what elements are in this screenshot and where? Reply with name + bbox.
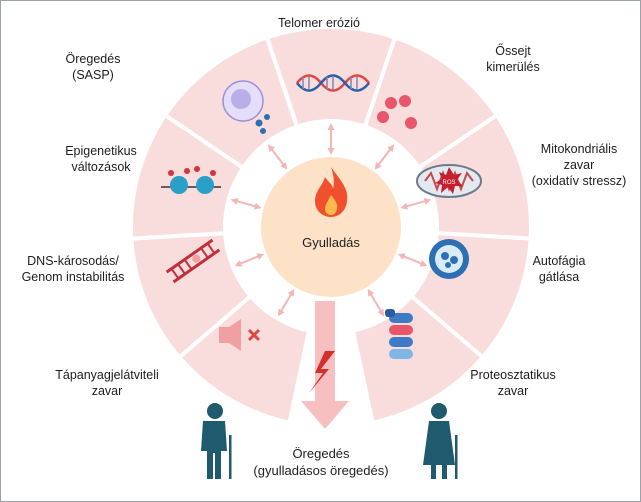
label-line: Autofágia: [532, 254, 586, 268]
label-mito: Mitokondriális zavar (oxidatív stressz): [532, 141, 626, 189]
connector-arrow-dns: [234, 253, 265, 267]
histone-icon: [161, 166, 221, 194]
label-line: Epigenetikus: [65, 144, 137, 158]
label-epigen: Epigenetikus változások: [65, 143, 137, 175]
outcome-line: Öregedés: [292, 446, 350, 461]
protein-stack-icon: [385, 309, 413, 359]
connector-arrow-telomer: [327, 123, 335, 155]
sector-proteo: [350, 293, 486, 426]
connector-arrow-autofagia: [397, 253, 428, 267]
center-circle: [261, 157, 401, 297]
label-tapanyag: Tápanyagjelátviteli zavar: [55, 367, 159, 399]
outcome-label: Öregedés (gyulladásos öregedés): [253, 445, 388, 479]
label-dns: DNS-károsodás/Genom instabilitás: [22, 253, 125, 285]
center-label: Gyulladás: [302, 235, 360, 250]
lightning-icon: [309, 351, 335, 393]
label-line: Őssejt: [495, 44, 531, 58]
label-line: Telomer erózió: [278, 16, 360, 30]
label-line: gátlása: [538, 270, 580, 284]
broken-dna-icon: [165, 238, 221, 284]
connector-arrow-sasp: [267, 144, 288, 170]
ros-label: ROS: [442, 180, 455, 186]
label-line: zavar: [91, 384, 123, 398]
connector-arrow-tapanyag: [277, 288, 295, 317]
connector-layer: [230, 123, 432, 317]
blocked-signal-icon: [219, 319, 261, 351]
label-proteo: Proteosztatikus zavar: [470, 367, 555, 399]
outcome-arrow: [301, 301, 349, 429]
connector-arrow-proteo: [367, 288, 385, 317]
label-line: Öregedés: [65, 52, 121, 66]
connector-arrow-mito: [400, 197, 432, 210]
label-telomer: Telomer erózió: [278, 15, 360, 31]
mitochondrion-icon: ROS: [416, 164, 482, 198]
autophagosome-icon: [429, 239, 469, 279]
label-sasp: Öregedés (SASP): [66, 51, 121, 83]
elderly-woman-icon: [423, 403, 458, 479]
connector-arrow-epigen: [230, 197, 262, 210]
dna-helix-icon: [296, 74, 370, 92]
label-line: (oxidatív stressz): [531, 174, 627, 188]
flame-icon: [315, 167, 348, 217]
label-line: Genom instabilitás: [21, 270, 125, 284]
cells-icon: [377, 95, 417, 129]
ring-layer: [129, 25, 533, 426]
label-line: zavar: [563, 158, 595, 172]
label-autofagia: Autofágia gátlása: [533, 253, 586, 285]
label-line: Tápanyagjelátviteli: [55, 368, 159, 382]
label-line: kimerülés: [486, 60, 540, 74]
label-line: Mitokondriális: [540, 142, 618, 156]
label-line: változások: [71, 160, 131, 174]
label-ossejt: Őssejt kimerülés: [486, 43, 540, 75]
label-line: DNS-károsodás/: [27, 254, 119, 268]
label-line: zavar: [497, 384, 529, 398]
label-line: Proteosztatikus: [470, 368, 556, 382]
connector-arrow-ossejt: [374, 144, 395, 170]
outcome-line: (gyulladásos öregedés): [253, 463, 389, 478]
senescent-cell-icon: [222, 80, 270, 134]
elderly-man-icon: [201, 403, 232, 479]
label-line: (SASP): [72, 68, 114, 82]
